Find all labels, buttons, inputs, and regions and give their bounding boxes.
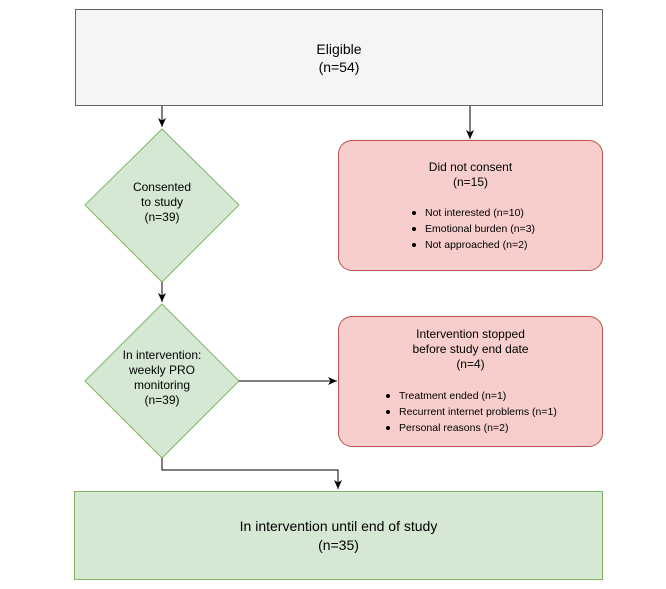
did-not-consent-box: Did not consent (n=15) Not interested (n…	[338, 140, 603, 271]
intervention-stopped-title: Intervention stopped before study end da…	[339, 327, 602, 372]
eligible-title: Eligible	[316, 40, 362, 57]
consented-line1: Consented	[132, 180, 192, 194]
did-not-consent-title: Did not consent (n=15)	[339, 160, 602, 190]
arrow-in-intervention-to-final	[161, 458, 342, 489]
list-item: Recurrent internet problems (n=1)	[383, 404, 557, 420]
intervention-stopped-box: Intervention stopped before study end da…	[338, 316, 603, 447]
list-item: Emotional burden (n=3)	[409, 221, 535, 237]
in-intervention-line1: In intervention:	[122, 348, 202, 362]
did-not-consent-count: (n=15)	[452, 175, 489, 189]
final-outcome-box: In intervention until end of study (n=35…	[74, 491, 603, 580]
final-title: In intervention until end of study	[239, 517, 438, 534]
intervention-stopped-line1: Intervention stopped	[416, 327, 525, 341]
in-intervention-line3: monitoring	[133, 378, 191, 392]
consented-count: (n=39)	[144, 210, 180, 224]
in-intervention-line2: weekly PRO	[128, 363, 196, 377]
list-item: Personal reasons (n=2)	[383, 420, 557, 436]
intervention-stopped-line2: before study end date	[412, 342, 529, 356]
list-item: Not approached (n=2)	[409, 237, 535, 253]
list-item: Treatment ended (n=1)	[383, 388, 557, 404]
in-intervention-label: In intervention: weekly PRO monitoring (…	[107, 348, 217, 408]
in-intervention-count: (n=39)	[144, 393, 180, 407]
did-not-consent-title-text: Did not consent	[428, 160, 513, 174]
final-count: (n=35)	[318, 536, 359, 553]
eligible-count: (n=54)	[318, 58, 360, 75]
consented-line2: to study	[140, 195, 184, 209]
list-item: Not interested (n=10)	[409, 205, 535, 221]
intervention-stopped-list: Treatment ended (n=1) Recurrent internet…	[383, 388, 557, 436]
did-not-consent-list: Not interested (n=10) Emotional burden (…	[409, 205, 535, 253]
consented-label: Consented to study (n=39)	[112, 180, 212, 225]
intervention-stopped-count: (n=4)	[456, 357, 485, 371]
eligible-box: Eligible (n=54)	[75, 9, 603, 106]
